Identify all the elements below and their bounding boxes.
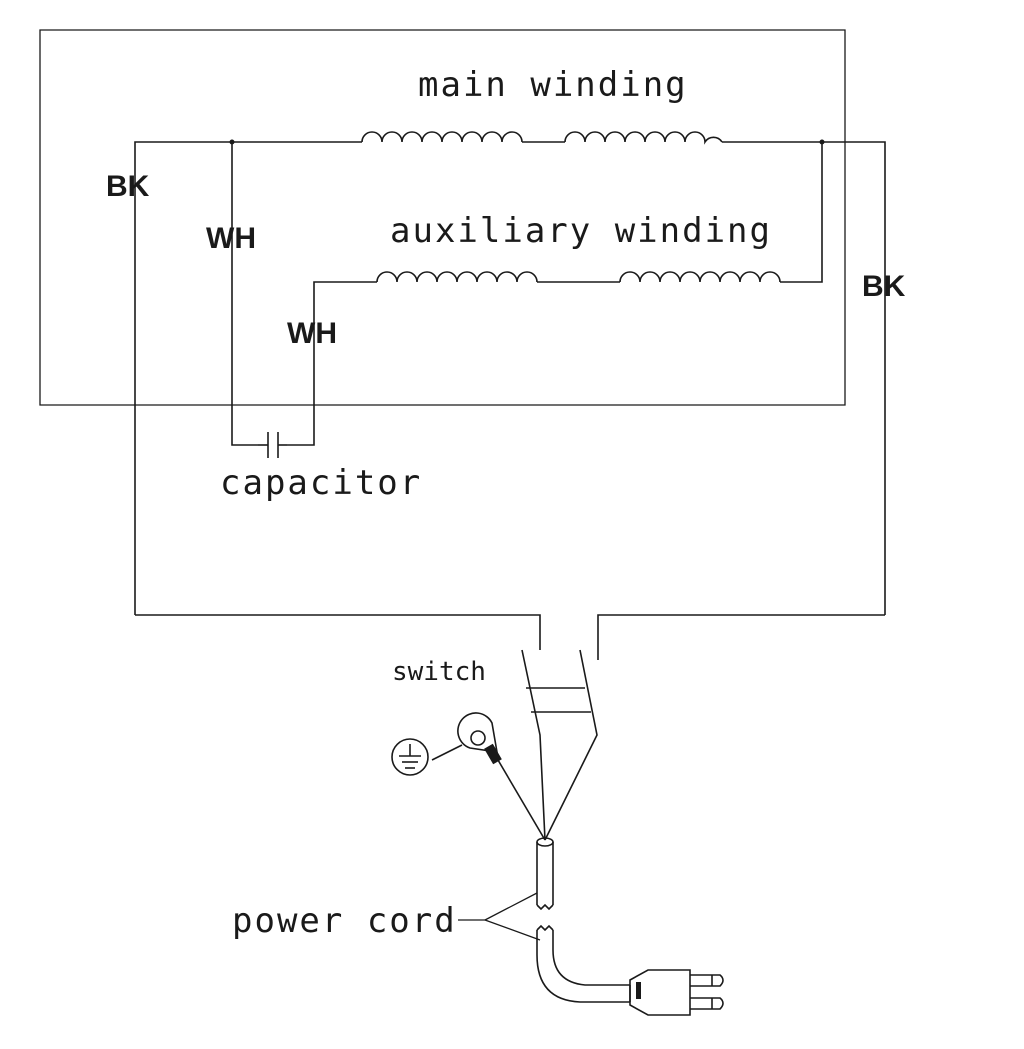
power-cord-label: power cord	[232, 901, 457, 941]
motor-housing-box	[39, 29, 846, 406]
main-winding-right-lead	[722, 141, 886, 615]
auxiliary-winding-coil	[376, 271, 781, 283]
bk-right-to-switch	[597, 614, 885, 660]
right-junction-lead	[780, 142, 823, 283]
plug-symbol	[629, 969, 724, 1016]
power-cord	[536, 837, 630, 1003]
power-cord-pointer	[458, 892, 541, 941]
ground-icon	[391, 738, 429, 776]
main-winding-label: main winding	[418, 65, 688, 105]
wh-lower-wire	[287, 281, 377, 446]
switch-label: switch	[392, 657, 486, 687]
wh-lower-label: WH	[287, 317, 337, 350]
wh-upper-label: WH	[206, 222, 256, 255]
bk-right-label: BK	[862, 270, 906, 303]
capacitor-label: capacitor	[220, 463, 422, 503]
bk-left-wire	[134, 141, 362, 615]
right-junction-dot	[819, 139, 825, 145]
switch-symbol	[521, 649, 598, 841]
bk-left-label: BK	[106, 170, 150, 203]
auxiliary-winding-label: auxiliary winding	[390, 211, 772, 251]
wh-upper-wire	[231, 142, 258, 446]
ground-terminal	[431, 712, 546, 841]
capacitor-symbol	[258, 432, 287, 458]
main-winding-coil	[361, 131, 723, 145]
bk-left-to-switch	[135, 614, 541, 650]
